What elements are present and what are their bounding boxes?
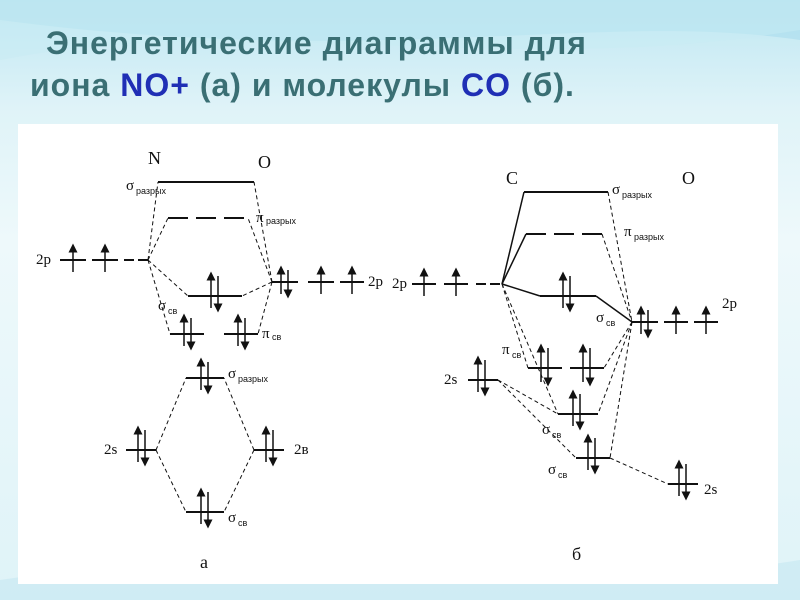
b-right-2s-level (668, 459, 698, 501)
a-left-2s-level (126, 425, 156, 467)
a-2s-right-label: 2в (294, 442, 309, 458)
a-pi-bonding-sub: св (272, 332, 282, 342)
a-correlation-lines (147, 181, 273, 513)
b-sigma-bonding-middle-sub: св (552, 430, 562, 440)
a-sigma-bonding-2s-level (186, 487, 224, 529)
b-pi-antibonding-symbol: π (624, 224, 632, 240)
b-right-2p-level (632, 305, 718, 339)
energy-diagrams: N O 2p 2p σ разрых π разрых σ св π св σ … (36, 148, 737, 572)
a-sigma-bonding-2s-symbol: σ (228, 510, 236, 526)
a-atom-right-label: O (258, 152, 271, 172)
diagram-b (412, 191, 718, 501)
title-ion: NO+ (120, 67, 190, 103)
title-molecule: CO (461, 67, 512, 103)
a-sigma-bonding-symbol: σ (158, 298, 166, 314)
a-caption: а (200, 552, 208, 572)
b-left-2p-level (412, 267, 502, 296)
a-atom-left-label: N (148, 148, 161, 168)
diagram-a (60, 181, 364, 529)
a-pi-antibonding-symbol: π (256, 210, 264, 226)
b-2p-right-label: 2p (722, 296, 737, 312)
a-right-2s-level (254, 425, 284, 467)
a-sigma-antibonding-sub: разрых (136, 186, 167, 196)
b-sigma-bonding-upper-level (540, 271, 596, 313)
diagram-panel: N O 2p 2p σ разрых π разрых σ св π св σ … (18, 124, 778, 584)
a-sigma-bonding-level (188, 271, 242, 313)
b-sigma-bonding-lower-sub: св (558, 470, 568, 480)
b-sigma-bonding-upper-symbol: σ (596, 310, 604, 326)
b-solid-correlation-lines (501, 191, 633, 323)
a-pi-antibonding-sub: разрых (266, 216, 297, 226)
a-left-2p-level (60, 243, 148, 272)
a-sigma-antibonding-symbol: σ (126, 178, 134, 194)
b-pi-antibonding-sub: разрых (634, 232, 665, 242)
b-sigma-bonding-lower-symbol: σ (548, 462, 556, 478)
b-sigma-bonding-lower-level (576, 433, 610, 475)
b-correlation-lines (497, 191, 669, 485)
a-pi-bonding-symbol: π (262, 326, 270, 342)
b-sigma-antibonding-sub: разрых (622, 190, 653, 200)
a-right-2p-level (272, 265, 364, 299)
a-2p-right-label: 2p (368, 274, 383, 290)
b-sigma-antibonding-symbol: σ (612, 182, 620, 198)
a-2p-left-label: 2p (36, 252, 51, 268)
b-left-2s-level (468, 355, 498, 397)
title-suffix: (б). (511, 67, 575, 103)
title-prefix: иона (30, 67, 121, 103)
a-2s-left-label: 2s (104, 442, 118, 458)
title-mid: (а) и молекулы (189, 67, 462, 103)
title-line-2: иона NO+ (а) и молекулы CO (б). (30, 64, 770, 106)
a-pi-bonding-level (170, 313, 258, 351)
b-sigma-bonding-middle-level (558, 389, 598, 431)
b-sigma-bonding-upper-sub: св (606, 318, 616, 328)
b-caption: б (572, 544, 581, 564)
a-sigma-antibonding-2s-sub: разрых (238, 374, 269, 384)
b-2s-left-label: 2s (444, 372, 458, 388)
b-2p-left-label: 2p (392, 276, 407, 292)
b-pi-bonding-sub: св (512, 350, 522, 360)
a-sigma-antibonding-2s-level (186, 357, 224, 395)
slide-title: Энергетические диаграммы для иона NO+ (а… (30, 22, 770, 106)
b-sigma-bonding-middle-symbol: σ (542, 422, 550, 438)
title-line-1: Энергетические диаграммы для (46, 25, 587, 61)
a-sigma-bonding-sub: св (168, 306, 178, 316)
b-2s-right-label: 2s (704, 482, 718, 498)
a-sigma-antibonding-2s-symbol: σ (228, 366, 236, 382)
b-atom-left-label: C (506, 168, 518, 188)
a-sigma-bonding-2s-sub: св (238, 518, 248, 528)
b-pi-bonding-level (528, 343, 604, 387)
b-atom-right-label: O (682, 168, 695, 188)
b-pi-bonding-symbol: π (502, 342, 510, 358)
